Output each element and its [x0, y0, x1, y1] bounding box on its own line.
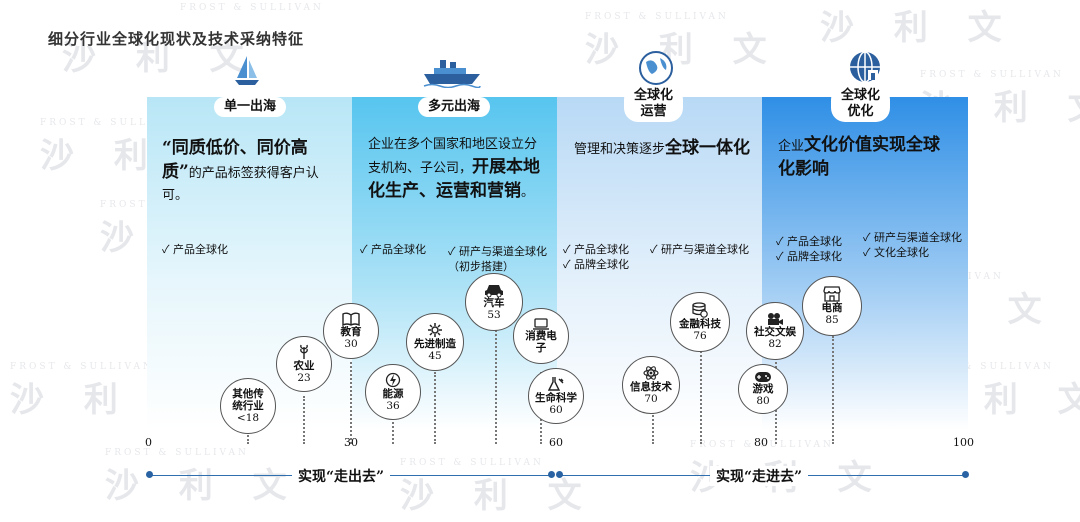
stage-headline-3: 管理和决策逐步全球一体化: [574, 138, 751, 158]
bracket-dot: [146, 471, 153, 478]
stage-bullets-3b: ✓ 研产与渠道全球化: [650, 243, 750, 256]
stage-headline-2: 企业在多个国家和地区设立分支机构、子公司，开展本地化生产、运营和营销。: [368, 137, 541, 201]
watermark: FROST & SULLIVAN: [180, 3, 324, 13]
coins-icon: [692, 302, 708, 318]
stem-line: [495, 330, 497, 444]
watermark: 沙 利 文: [820, 8, 1016, 48]
globe-icon: [639, 51, 673, 85]
bracket-label-going-out: 实现“走出去”: [292, 466, 391, 486]
global-building-icon: [850, 51, 880, 83]
bracket-dot: [548, 471, 555, 478]
sailboat-icon: [235, 56, 259, 85]
stage-headline-1: “同质低价、同价高质”的产品标签获得客户认可。: [162, 138, 319, 203]
axis-tick-0: 0: [145, 436, 152, 449]
stem-line: [434, 372, 436, 444]
stage-bullets-1: ✓ 产品全球化: [162, 243, 229, 256]
stage-label-3: 全球化运营: [624, 86, 684, 122]
axis-tick-80: 80: [754, 436, 768, 449]
gamepad-icon: [755, 372, 771, 382]
stage-bullets-4: ✓ 产品全球化✓ 品牌全球化: [776, 235, 843, 263]
stage-label-4: 全球化优化: [831, 86, 891, 122]
stage-label-2: 多元出海: [418, 97, 491, 117]
axis-tick-60: 60: [549, 436, 563, 449]
energy-icon: [385, 372, 401, 388]
car-icon: [485, 285, 503, 297]
stage-bullets-2b: ✓ 研产与渠道全球化（初步搭建）: [448, 245, 548, 273]
shop-icon: [823, 286, 841, 302]
stem-line: [392, 422, 394, 444]
axis-tick-30: 30: [344, 436, 358, 449]
stage-bullets-2: ✓ 产品全球化: [360, 243, 427, 256]
axis-tick-100: 100: [953, 436, 974, 449]
wheat-icon: [300, 344, 308, 359]
stem-line: [303, 396, 305, 444]
industry-bubble-consumer-electronics: 消费电子: [513, 308, 569, 364]
watermark: 沙 利 文: [62, 38, 258, 78]
stage-panel-4: [762, 97, 968, 430]
stage-label-1: 单一出海: [214, 97, 287, 117]
stem-line: [350, 362, 352, 444]
stem-line: [247, 432, 249, 444]
lab-icon: [548, 377, 564, 391]
stage-bullets-4b: ✓ 研产与渠道全球化✓ 文化全球化: [863, 231, 963, 259]
stem-line: [652, 412, 654, 444]
stem-line: [832, 336, 834, 444]
stem-line: [700, 348, 702, 444]
camera-icon: [768, 313, 783, 325]
industry-bubble-other: 其他传统行业<18: [220, 378, 276, 434]
atom-icon: [643, 366, 659, 380]
device-icon: [533, 318, 549, 330]
bracket-label-going-in: 实现“走进去”: [710, 466, 809, 486]
bracket-dot: [556, 471, 563, 478]
gear-icon: [428, 323, 442, 337]
page-title: 细分行业全球化现状及技术采纳特征: [48, 30, 305, 48]
book-icon: [342, 312, 360, 326]
ship-icon: [423, 60, 481, 88]
stage-bullets-3: ✓ 产品全球化✓ 品牌全球化: [563, 243, 630, 271]
stage-headline-4: 企业文化价值实现全球化影响: [778, 135, 941, 179]
bracket-dot: [962, 471, 969, 478]
